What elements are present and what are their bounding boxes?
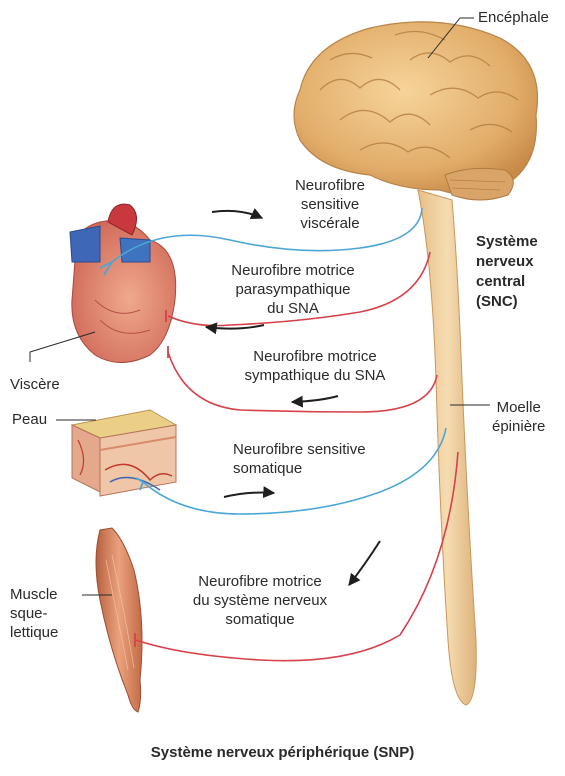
somatic-sensory-fiber-label: Neurofibre sensitive somatique	[233, 440, 366, 478]
brain-illustration	[294, 22, 538, 200]
muscle-illustration	[96, 528, 142, 712]
spinal-cord-label-line-2: épinière	[492, 417, 545, 436]
visceral-sensory-line-3: viscérale	[265, 214, 395, 233]
sympathetic-line-1: Neurofibre motrice	[225, 347, 405, 366]
somatic-sensory-direction-arrow	[224, 493, 274, 498]
somatic-motor-line-1: Neurofibre motrice	[175, 572, 345, 591]
somatic-motor-line-2: du système nerveux	[175, 591, 345, 610]
muscle-label: Muscle sque- lettique	[10, 585, 58, 642]
cns-label-line-2: nerveux	[476, 252, 538, 272]
somatic-sensory-line-1: Neurofibre sensitive	[233, 440, 366, 459]
cns-label-line-4: (SNC)	[476, 292, 538, 312]
visceral-sensory-direction-arrow	[212, 211, 262, 218]
heart-illustration	[70, 204, 176, 362]
sympathetic-direction-arrow	[292, 396, 338, 402]
spinal-cord-illustration	[418, 190, 476, 705]
viscera-label: Viscère	[10, 375, 60, 394]
sympathetic-fiber-label: Neurofibre motrice sympathique du SNA	[225, 347, 405, 385]
somatic-motor-fiber-label: Neurofibre motrice du système nerveux so…	[175, 572, 345, 629]
muscle-label-line-1: Muscle	[10, 585, 58, 604]
muscle-label-line-2: sque-	[10, 604, 58, 623]
visceral-sensory-line-1: Neurofibre	[265, 176, 395, 195]
skin-illustration	[72, 410, 176, 496]
cns-label: Système nerveux central (SNC)	[476, 232, 538, 312]
somatic-motor-fiber	[136, 452, 458, 661]
sympathetic-line-2: sympathique du SNA	[225, 366, 405, 385]
visceral-sensory-line-2: sensitive	[265, 195, 395, 214]
figure-caption: Système nerveux périphérique (SNP)	[0, 744, 565, 761]
visceral-sensory-fiber-label: Neurofibre sensitive viscérale	[265, 176, 395, 233]
somatic-sensory-line-2: somatique	[233, 459, 366, 478]
parasympathetic-line-3: du SNA	[213, 299, 373, 318]
brain-label: Encéphale	[478, 8, 549, 27]
muscle-label-line-3: lettique	[10, 623, 58, 642]
cns-label-line-3: central	[476, 272, 538, 292]
somatic-motor-line-3: somatique	[175, 610, 345, 629]
spinal-cord-label: Moelle épinière	[492, 398, 545, 436]
parasympathetic-line-1: Neurofibre motrice	[213, 261, 373, 280]
cns-label-line-1: Système	[476, 232, 538, 252]
parasympathetic-fiber-label: Neurofibre motrice parasympathique du SN…	[213, 261, 373, 318]
skin-label: Peau	[12, 410, 47, 429]
spinal-cord-label-line-1: Moelle	[492, 398, 545, 417]
somatic-motor-direction-arrow	[349, 541, 380, 585]
parasympathetic-line-2: parasympathique	[213, 280, 373, 299]
